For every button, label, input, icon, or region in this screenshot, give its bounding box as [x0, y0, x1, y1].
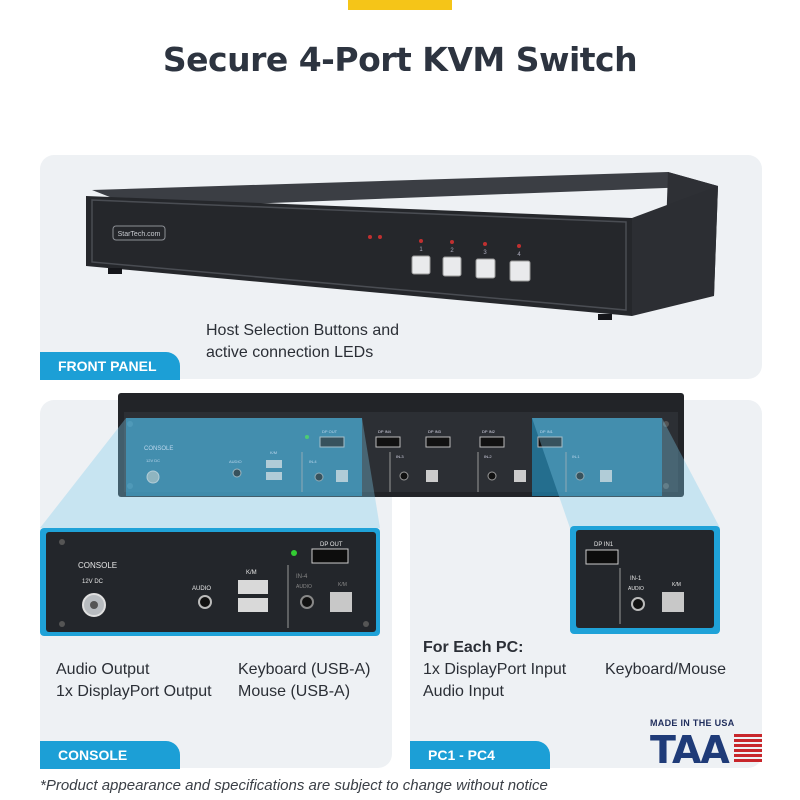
taa-main-text: TAA [650, 728, 730, 772]
host-button-1 [411, 255, 431, 275]
front-panel-caption: Host Selection Buttons and active connec… [206, 322, 400, 361]
console-zoom-label: CONSOLE [78, 561, 117, 570]
console-ports-col1: Audio Output 1x DisplayPort Output [56, 659, 212, 703]
pc-zoom: DP IN1 IN-1 AUDIO K/M [570, 526, 720, 634]
console-zoom-dp-out-label: DP OUT [320, 542, 343, 548]
host-button-3 [475, 258, 496, 279]
footnote: *Product appearance and specifications a… [40, 777, 548, 794]
console-audio-output: Audio Output [56, 661, 150, 678]
taa-top-text: MADE IN THE USA [650, 718, 735, 728]
console-zoom-in-label: IN-4 [296, 574, 308, 580]
console-zoom-audio-label: AUDIO [192, 586, 211, 592]
taa-badge: MADE IN THE USA TAA [650, 718, 765, 772]
rear-in4-label: IN-4 [309, 459, 317, 464]
button-number-2: 2 [450, 248, 454, 254]
console-dp-output: 1x DisplayPort Output [56, 683, 212, 700]
console-zoom-in-audio-label: AUDIO [296, 584, 312, 590]
kvm-rear-view: CONSOLE 12V DC AUDIO K/M DP OUT IN-4 DP … [118, 393, 684, 497]
rear-dp-in2-label: DP IN2 [482, 429, 496, 434]
rear-dp-in4-label: DP IN4 [378, 429, 392, 434]
kvm-front-view: StarTech.com 1 2 3 4 [86, 172, 718, 320]
console-ports-tab: CONSOLE PORTS [40, 741, 180, 791]
pc-ports-tab: PC1 - PC4 PORTS [410, 741, 550, 791]
console-zoom-power-label: 12V DC [82, 579, 104, 585]
host-selection-buttons: 1 2 3 4 [411, 239, 531, 282]
pc-audio-input: Audio Input [423, 683, 504, 700]
front-panel-tab: FRONT PANEL [40, 352, 180, 380]
pc-zoom-km-label: K/M [672, 582, 681, 588]
rear-power-label: 12V DC [146, 458, 160, 463]
console-keyboard: Keyboard (USB-A) [238, 661, 371, 678]
brand-logo: StarTech.com [118, 231, 161, 238]
pc-ports-col1: For Each PC: 1x DisplayPort Input Audio … [423, 637, 566, 703]
rear-dp-in1-label: DP IN1 [540, 429, 554, 434]
rear-in1-label: IN-1 [572, 454, 580, 459]
button-number-3: 3 [483, 250, 487, 256]
console-ports-col2: Keyboard (USB-A) Mouse (USB-A) [238, 659, 371, 703]
host-button-2 [442, 256, 462, 277]
accent-bar [348, 0, 452, 10]
rear-dp-in3-label: DP IN3 [428, 429, 442, 434]
pc-ports-heading: For Each PC: [423, 639, 524, 656]
button-number-4: 4 [517, 252, 521, 258]
pc-zoom-dp-label: DP IN1 [594, 542, 614, 548]
rear-in3-label: IN-3 [396, 454, 404, 459]
console-mouse: Mouse (USB-A) [238, 683, 351, 700]
button-number-1: 1 [419, 247, 423, 253]
rear-audio-label: AUDIO [229, 459, 242, 464]
host-button-4 [509, 260, 531, 282]
rear-in2-label: IN-2 [484, 454, 492, 459]
pc-zoom-audio-label: AUDIO [628, 586, 644, 592]
rear-console-label: CONSOLE [144, 446, 173, 452]
pc-keyboard-mouse: Keyboard/Mouse [605, 661, 726, 678]
flag-icon [734, 734, 762, 764]
pc-zoom-in-label: IN-1 [630, 576, 642, 582]
page-title: Secure 4-Port KVM Switch [162, 40, 638, 79]
rear-dp-out-label: DP OUT [322, 429, 338, 434]
console-zoom-km-label: K/M [246, 570, 257, 576]
rear-km-label: K/M [270, 450, 277, 455]
pc-ports-col2: Keyboard/Mouse [605, 659, 726, 681]
console-zoom-in-km-label: K/M [338, 582, 347, 588]
pc-dp-input: 1x DisplayPort Input [423, 661, 567, 678]
console-zoom: CONSOLE 12V DC AUDIO K/M DP OUT IN-4 AUD… [40, 528, 380, 636]
